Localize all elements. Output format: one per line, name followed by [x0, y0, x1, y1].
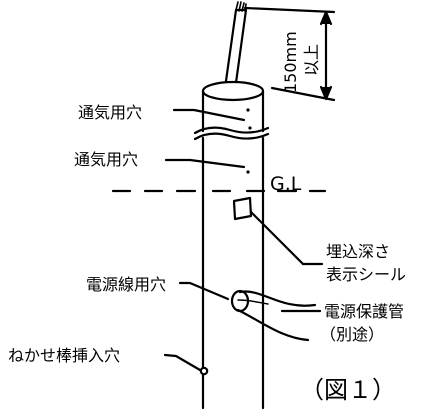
label-vent-hole-lower: 通気用穴 — [74, 150, 138, 169]
label-ground-level: G.L — [270, 173, 302, 195]
label-conduit-2: （別途） — [320, 325, 384, 344]
leader-lines — [163, 108, 322, 372]
depth-seal — [232, 196, 324, 266]
label-depth-seal-2: 表示シール — [326, 265, 406, 284]
label-dim-value: 150mm — [281, 31, 300, 93]
figure-caption: （図１） — [300, 376, 396, 404]
dimension-150mm — [243, 6, 336, 102]
power-conduit — [230, 289, 317, 342]
label-dim-suffix: 以上 — [302, 44, 321, 76]
cable — [223, 1, 248, 92]
label-vent-hole-upper: 通気用穴 — [78, 103, 142, 122]
labels: 通気用穴 通気用穴 G.L 150mm 以上 埋込深さ 表示シール 電源線用穴 … — [8, 31, 406, 404]
label-conduit-1: 電源保護管 — [324, 302, 404, 321]
label-depth-seal-1: 埋込深さ — [326, 242, 390, 261]
label-power-line-hole: 電源線用穴 — [86, 275, 166, 294]
label-insertion-hole: ねかせ棒挿入穴 — [8, 346, 120, 365]
insertion-hole-mark — [199, 366, 209, 376]
pole — [193, 80, 270, 410]
vent-holes — [246, 108, 252, 174]
